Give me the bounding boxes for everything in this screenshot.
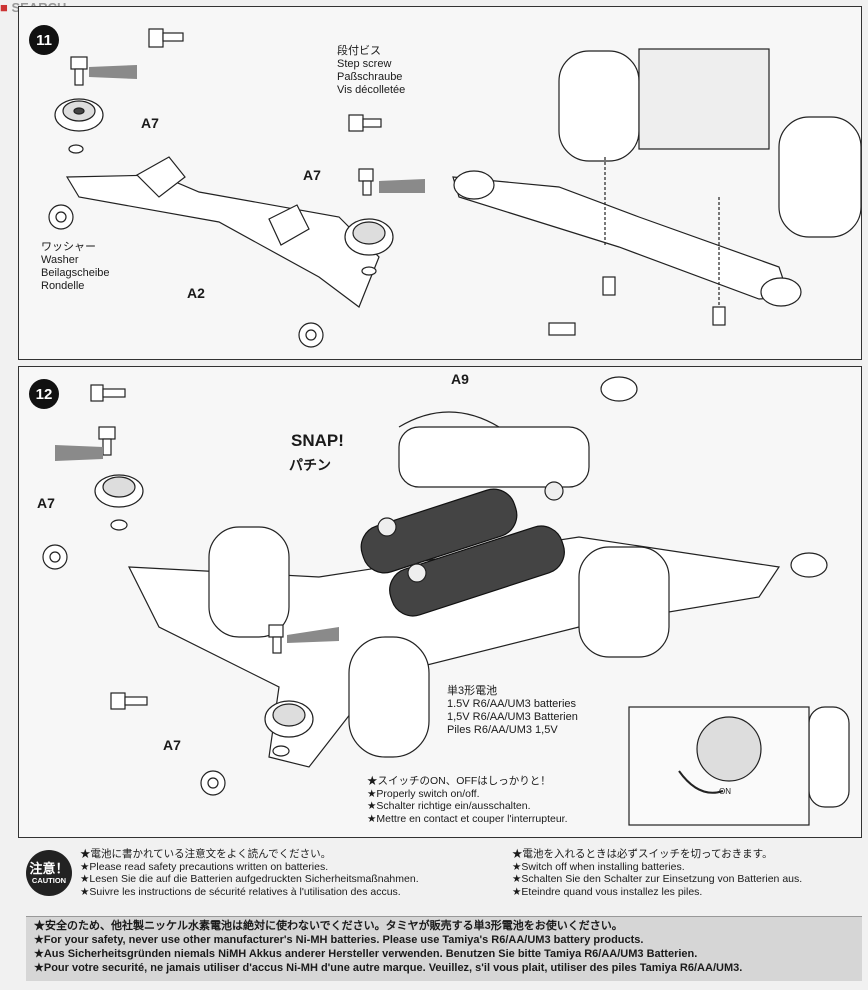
- part-a7-top: A7: [141, 115, 159, 131]
- part-a7-bottom: A7: [163, 737, 181, 753]
- step-11-diagram: [48, 28, 861, 348]
- on-label: ON: [719, 787, 731, 796]
- step-number-12: 12: [29, 379, 59, 409]
- step-12-diagram: [42, 376, 850, 826]
- part-a9: A9: [451, 371, 469, 387]
- step-number-11: 11: [29, 25, 59, 55]
- step-12-panel: 12: [18, 366, 862, 838]
- safety-notice: ★安全のため、他社製ニッケル水素電池は絶対に使わないでください。タミヤが販売する…: [26, 916, 862, 981]
- part-a7-top: A7: [37, 495, 55, 511]
- caution-notes-right: ★電池を入れるときは必ずスイッチを切っておきます。★Switch off whe…: [512, 848, 803, 898]
- snap-text: SNAP!: [291, 431, 344, 450]
- caution-notes-left: ★電池に書かれている注意文をよく読んでください。★Please read saf…: [80, 848, 419, 898]
- switch-note: ★スイッチのON、OFFはしっかりと！★Properly switch on/o…: [367, 775, 568, 825]
- step-11-panel: 11: [18, 6, 862, 360]
- part-a7-mid: A7: [303, 167, 321, 183]
- snap-text-jp: パチン: [289, 457, 331, 473]
- part-a2: A2: [187, 285, 205, 301]
- caution-badge: 注意！ CAUTION: [26, 850, 72, 896]
